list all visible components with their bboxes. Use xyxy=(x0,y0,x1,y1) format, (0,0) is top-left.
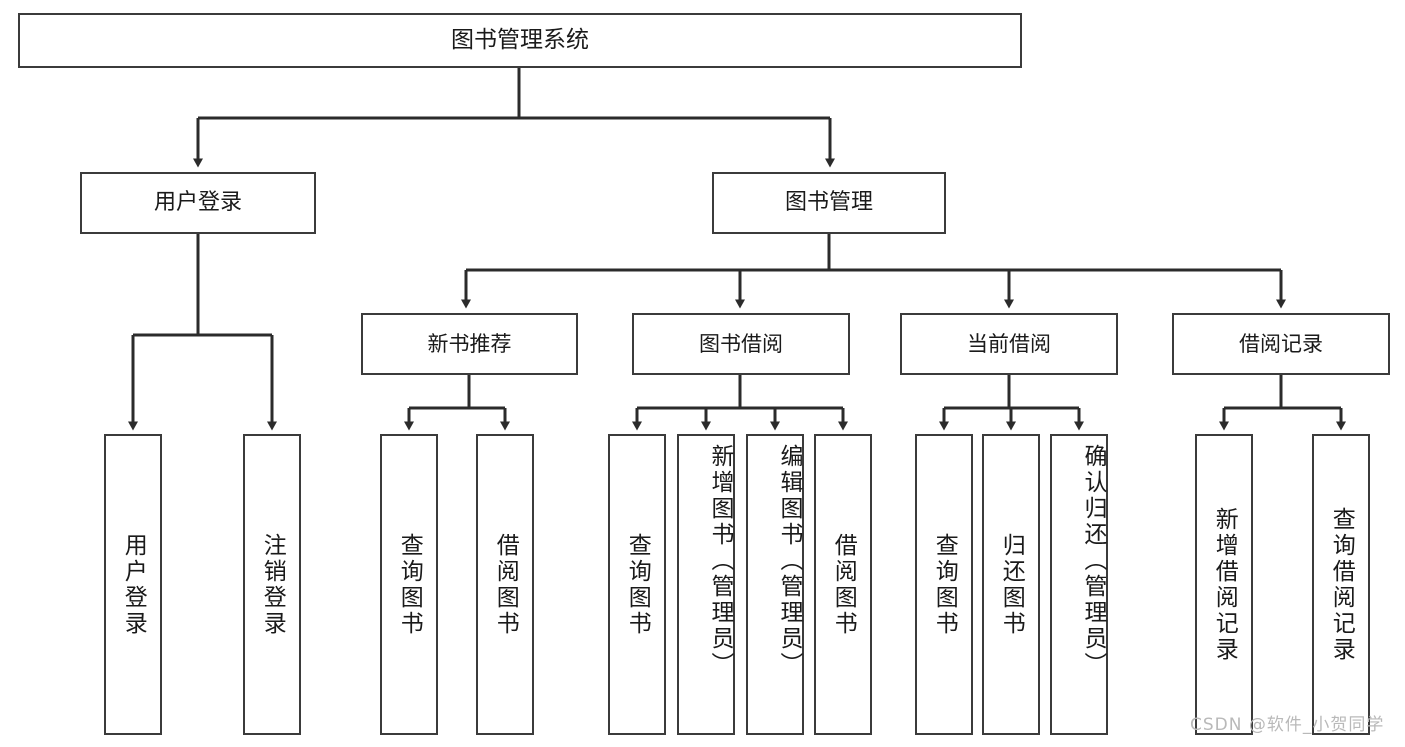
leaf-logout[interactable]: 注销登录 xyxy=(243,434,301,735)
csdn-watermark: CSDN @软件_小贺同学 xyxy=(1190,715,1385,735)
node-book-borrow[interactable]: 图书借阅 xyxy=(632,313,850,375)
node-root-system[interactable]: 图书管理系统 xyxy=(18,13,1022,68)
leaf-query-book-current[interactable]: 查询图书 xyxy=(915,434,973,735)
leaf-query-borrow-record[interactable]: 查询借阅记录 xyxy=(1312,434,1370,735)
leaf-query-book-borrow[interactable]: 查询图书 xyxy=(608,434,666,735)
leaf-add-book-admin[interactable]: 新增图书（管理员） xyxy=(677,434,735,735)
node-book-management[interactable]: 图书管理 xyxy=(712,172,946,234)
node-borrow-record[interactable]: 借阅记录 xyxy=(1172,313,1390,375)
leaf-user-login[interactable]: 用户登录 xyxy=(104,434,162,735)
node-user-login[interactable]: 用户登录 xyxy=(80,172,316,234)
node-current-borrow[interactable]: 当前借阅 xyxy=(900,313,1118,375)
leaf-borrow-book[interactable]: 借阅图书 xyxy=(814,434,872,735)
leaf-add-borrow-record[interactable]: 新增借阅记录 xyxy=(1195,434,1253,735)
leaf-return-book[interactable]: 归还图书 xyxy=(982,434,1040,735)
node-new-book-recommend[interactable]: 新书推荐 xyxy=(361,313,578,375)
leaf-query-book-recommend[interactable]: 查询图书 xyxy=(380,434,438,735)
leaf-borrow-book-recommend[interactable]: 借阅图书 xyxy=(476,434,534,735)
leaf-confirm-return-admin[interactable]: 确认归还（管理员） xyxy=(1050,434,1108,735)
leaf-edit-book-admin[interactable]: 编辑图书（管理员） xyxy=(746,434,804,735)
